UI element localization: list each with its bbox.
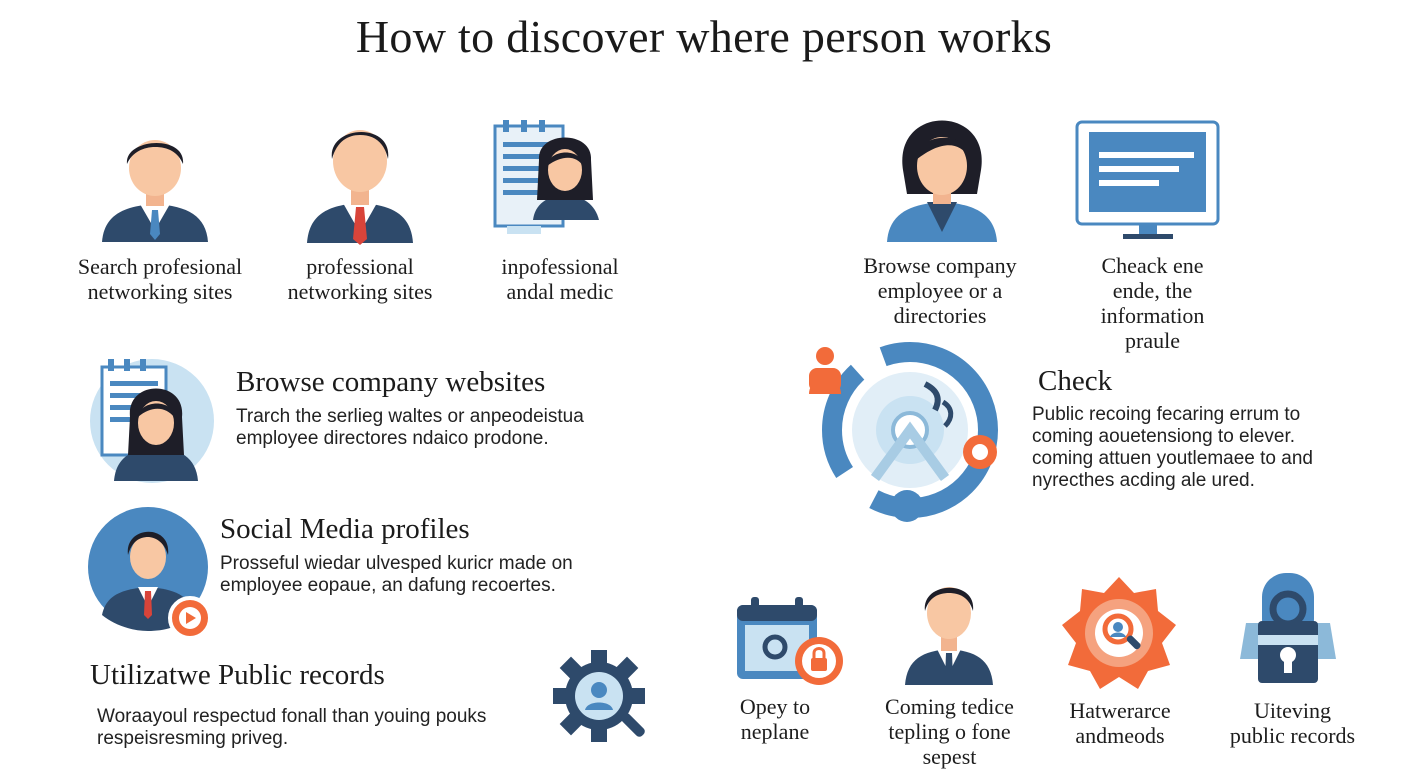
bottom-right-caption-3: Hatwerarce andmeods: [1069, 698, 1171, 748]
calendar-lock-icon: [737, 597, 843, 685]
page-title: How to discover where person works: [355, 11, 1053, 62]
bottom-right-caption-4: Uiteving public records: [1229, 698, 1356, 748]
badge-search-icon: [1062, 577, 1176, 689]
bottom-right-caption-1: Opey to neplane: [739, 694, 811, 744]
businesswoman-icon: [887, 120, 997, 242]
section-text-public-records: Woraayoul respectud fonall than youing p…: [97, 706, 487, 749]
section-text-social-media: Prosseful wiedar ulvesped kuricr made on…: [220, 553, 573, 596]
directory-woman-icon: [90, 359, 214, 483]
section-heading-public-records: Utilizatwe Public records: [90, 659, 385, 691]
section-heading-browse-company: Browse company websites: [236, 366, 546, 398]
businessman-icon: [102, 140, 208, 242]
document-woman-icon: [493, 120, 599, 234]
profile-play-icon: [88, 507, 212, 640]
businessman-tie-icon: [307, 130, 413, 245]
lock-shield-icon: [1240, 573, 1336, 683]
top-left-caption-2: professional networking sites: [287, 254, 433, 304]
section-text-browse-company: Trarch the serlieg waltes or anpeodeistu…: [236, 406, 584, 449]
bottom-right-caption-2: Coming tedice tepling o fone sepest: [885, 694, 1014, 769]
gear-search-icon: [553, 650, 645, 742]
top-left-caption-1: Search profesional networking sites: [77, 254, 243, 304]
businessman-icon: [905, 587, 993, 685]
section-heading-check: Check: [1038, 365, 1113, 397]
section-heading-social-media: Social Media profiles: [220, 513, 470, 545]
monitor-icon: [1075, 120, 1220, 239]
top-right-caption-2: Cheack ene ende, the information praule: [1100, 253, 1205, 353]
top-left-caption-3: inpofessional andal medic: [501, 254, 619, 304]
section-text-check: Public recoing fecaring errum to coming …: [1032, 404, 1313, 491]
cycle-diagram-icon: [809, 342, 998, 522]
top-right-caption-1: Browse company employee or a directories: [863, 253, 1017, 328]
